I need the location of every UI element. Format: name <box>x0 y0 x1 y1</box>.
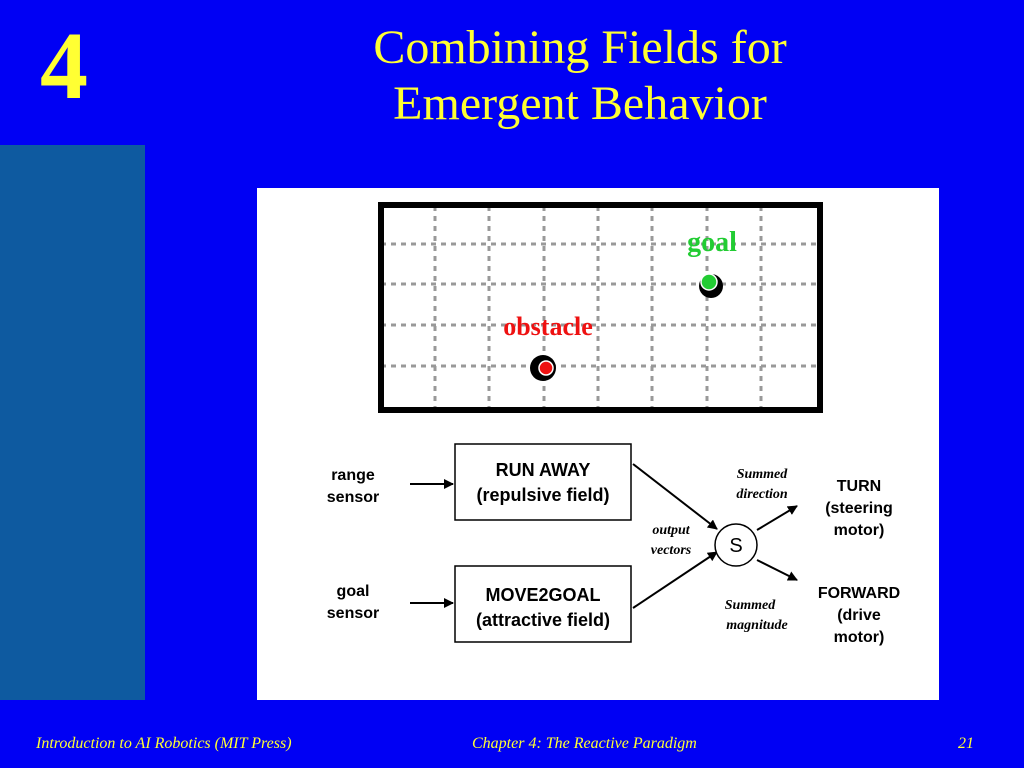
summed-direction-label-1: Summed <box>737 467 789 482</box>
footer-book-title: Introduction to AI Robotics (MIT Press) <box>36 735 292 752</box>
field-grid <box>378 202 823 413</box>
obstacle-label: obstacle <box>503 312 593 341</box>
footer-chapter: Chapter 4: The Reactive Paradigm <box>472 735 697 752</box>
goal-sensor-label-1: goal <box>337 583 370 600</box>
summed-direction-arrow <box>756 505 798 531</box>
summed-magnitude-label-1: Summed <box>725 598 777 613</box>
footer-page-number: 21 <box>958 735 974 752</box>
obstacle-marker <box>530 355 556 381</box>
run-away-output-arrow <box>632 463 718 530</box>
run-away-label-1: RUN AWAY <box>496 460 591 480</box>
move2goal-label-2: (attractive field) <box>476 610 610 630</box>
left-accent-bar <box>0 145 145 700</box>
run-away-box <box>454 443 632 521</box>
goal-marker <box>699 273 723 298</box>
summed-magnitude-label-2: magnitude <box>726 618 787 633</box>
forward-label-3: motor) <box>834 629 885 646</box>
output-vectors-label-1: output <box>652 523 690 538</box>
behavior-diagram: goal obstacle range sensor goal sensor R… <box>327 202 900 646</box>
turn-label-2: (steering <box>825 500 893 517</box>
summed-magnitude-arrow <box>756 559 798 581</box>
chapter-number: 4 <box>40 12 88 119</box>
figure-panel: goal obstacle range sensor goal sensor R… <box>257 188 939 700</box>
move2goal-box <box>454 565 632 643</box>
move2goal-label-1: MOVE2GOAL <box>485 585 600 605</box>
run-away-label-2: (repulsive field) <box>476 485 609 505</box>
forward-label-1: FORWARD <box>818 585 900 602</box>
range-sensor-label-1: range <box>331 467 375 484</box>
summation-symbol: S <box>729 535 742 557</box>
title-line-1: Combining Fields for <box>373 21 787 74</box>
grid-border <box>378 202 823 413</box>
slide-title: Combining Fields for Emergent Behavior <box>260 20 900 132</box>
range-sensor-label-2: sensor <box>327 489 379 506</box>
turn-label-3: motor) <box>834 522 885 539</box>
summed-direction-label-2: direction <box>736 487 788 502</box>
title-line-2: Emergent Behavior <box>393 77 767 130</box>
move2goal-output-arrow <box>632 551 718 609</box>
forward-label-2: (drive <box>837 607 881 624</box>
output-vectors-label-2: vectors <box>651 543 692 558</box>
goal-label: goal <box>687 227 737 258</box>
goal-sensor-label-2: sensor <box>327 605 379 622</box>
turn-label-1: TURN <box>837 478 881 495</box>
summation-node <box>714 523 758 567</box>
